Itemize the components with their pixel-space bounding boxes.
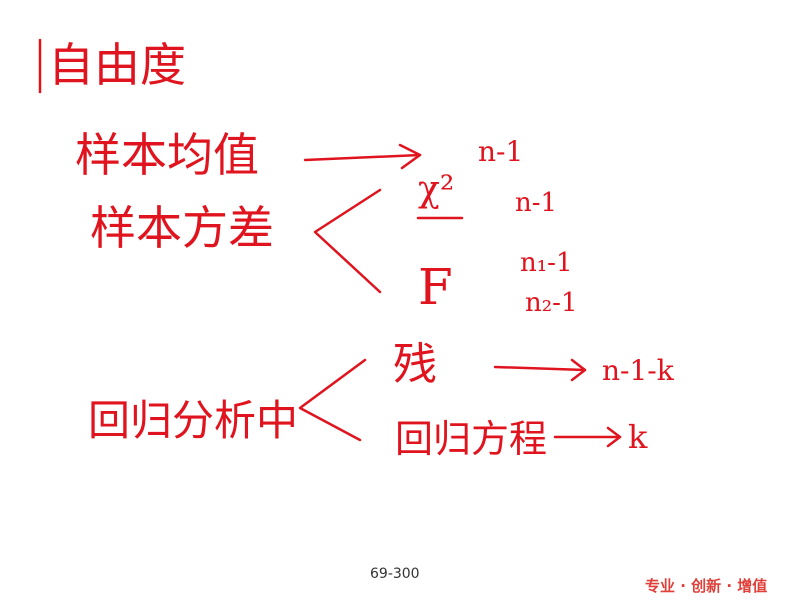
slogan: 专业 · 创新 · 增值 [645,577,768,595]
sample-mean-df: n-1 [478,135,524,168]
title: 自由度 [48,38,186,92]
residual-label: 残 [393,339,437,390]
chi-square-label: χ² [418,169,455,210]
bracket-regression [298,358,367,442]
arrow-mean [303,143,422,170]
f-label: F [418,258,453,316]
bracket-variance [313,188,382,294]
regression-label: 回归分析中 [88,396,299,445]
equation-df: k [628,418,648,456]
sample-mean-label: 样本均值 [75,128,259,182]
residual-df: n-1-k [602,354,674,387]
f-df2: n₂-1 [525,288,578,318]
arrow-equation [553,426,622,448]
chi-square-df: n-1 [515,188,558,218]
f-df1: n₁-1 [520,248,573,278]
equation-label: 回归方程 [395,417,548,461]
sample-variance-label: 样本方差 [90,201,274,255]
arrow-residual [493,358,587,382]
page-number: 69-300 [370,566,420,582]
